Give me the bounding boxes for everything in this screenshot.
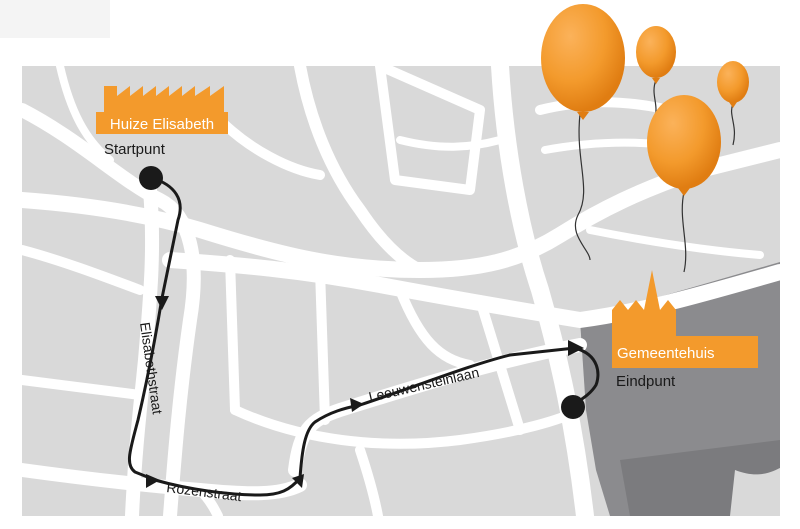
balloon-icon [717, 61, 749, 146]
route-segment-4 [298, 403, 362, 480]
road-east-main [491, 57, 594, 525]
road-west-4 [56, 62, 114, 164]
road-inner-2 [315, 265, 330, 425]
route-segment-2 [127, 296, 164, 482]
road-inner-5 [475, 295, 525, 435]
house-label-box [96, 112, 228, 134]
route-segment-5 [358, 346, 577, 407]
end-name: Gemeentehuis [617, 345, 715, 362]
road-inner-3 [230, 405, 585, 449]
balloons [541, 4, 749, 273]
arrow-right-icon [350, 398, 364, 412]
arrow-down-icon [155, 296, 169, 310]
road-elisabethstraat [125, 183, 160, 523]
grounds-corner [730, 468, 780, 516]
road-west-3 [17, 375, 145, 400]
arrow-right-icon [146, 474, 160, 488]
road-north-1 [294, 60, 426, 276]
route-segment-3 [153, 476, 302, 497]
road-town-hall [162, 252, 788, 328]
road-south-1 [195, 485, 223, 521]
end-caption: Eindpunt [616, 373, 676, 390]
road-east-2 [586, 226, 764, 259]
house-roof-icon [104, 86, 224, 114]
start-marker [139, 166, 163, 190]
house-icon [96, 86, 228, 134]
road-north-3 [396, 136, 504, 151]
corner-block [0, 0, 110, 38]
road-north-block [375, 61, 485, 195]
road-west-curve [15, 103, 201, 523]
arrow-up-icon [292, 474, 304, 488]
arrow-right-icon [568, 340, 584, 356]
start-name: Huize Elisabeth [110, 116, 214, 133]
town-hall-icon [612, 270, 758, 368]
road-south-2 [355, 445, 383, 521]
town-hall-roof-icon [612, 270, 676, 336]
town-hall-label-box [612, 336, 758, 368]
road-inner-4 [395, 285, 475, 370]
balloon-icon [647, 95, 721, 273]
road-west-2 [17, 245, 145, 295]
balloon-icon [541, 4, 625, 261]
start-caption: Startpunt [104, 141, 166, 158]
road-inner-1 [225, 255, 240, 415]
end-marker [561, 395, 585, 419]
road-north-2 [215, 115, 325, 180]
route-arrows [146, 296, 584, 488]
